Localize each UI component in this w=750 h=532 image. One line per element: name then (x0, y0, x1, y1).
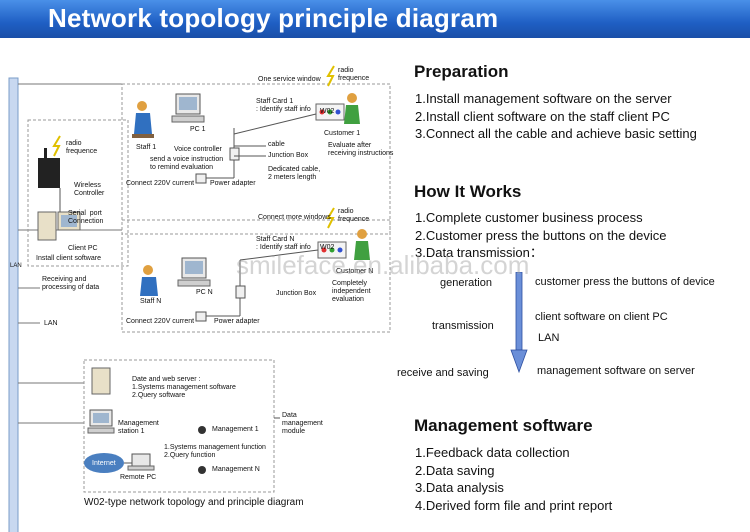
flow-receive-saving: receive and saving (397, 367, 489, 379)
cable-label: cable (268, 141, 285, 148)
completely-independent-label: Completely independent evaluation (332, 280, 371, 303)
flow-generation: generation (440, 277, 492, 289)
power-adapter-n-label: Power adapter (214, 318, 260, 325)
preparation-heading: Preparation (414, 62, 509, 81)
pc1-label: PC 1 (190, 126, 206, 133)
customer-n-label: Customer N (336, 268, 374, 275)
diagram-caption: W02-type network topology and principle … (84, 497, 304, 508)
lan-vertical-label: LAN (10, 263, 22, 269)
dedicated-cable-label: Dedicated cable, 2 meters length (268, 166, 321, 181)
w02-n-label: W02 (320, 244, 335, 251)
power-adapter-label: Power adapter (210, 180, 256, 187)
internet-label: Internet (92, 460, 116, 467)
flow-transmission: transmission (432, 320, 494, 332)
connect-220v-label: Connect 220V current (126, 180, 195, 187)
voice-controller-label: Voice controller (174, 146, 222, 153)
junction-box-n-label: Junction Box (276, 290, 317, 297)
remote-pc-label: Remote PC (120, 474, 157, 481)
radio-frequence-label-3: radio frequence (338, 208, 370, 223)
pcn-label: PC N (196, 289, 213, 296)
list-item: 1.Install management software on the ser… (415, 91, 672, 106)
staff-card-n-label: Staff Card N : Identify staff info (256, 236, 311, 251)
junction-box-label: Junction Box (268, 152, 309, 159)
lan-backbone (8, 77, 19, 532)
management-station-label: Management station 1 (118, 420, 159, 435)
management-software-list: 1.Feedback data collection 2.Data saving… (415, 444, 612, 514)
evaluate-after-label: Evaluate after receiving instructions (328, 142, 394, 157)
management-function-label: 1.Systems management function 2.Query fu… (164, 444, 266, 459)
staff1-label: Staff 1 (136, 144, 157, 151)
list-item: 2.Data saving (415, 462, 495, 478)
list-item: 3.Connect all the cable and achieve basi… (415, 126, 697, 141)
how-it-works-list: 1.Complete customer business process 2.C… (415, 209, 666, 262)
list-item: 2.Customer press the buttons on the devi… (415, 227, 667, 243)
how-it-works-heading: How It Works (414, 182, 522, 201)
date-web-server-label: Date and web server : 1.Systems manageme… (132, 376, 236, 399)
radio-frequence-label-2: radio frequence (66, 140, 98, 155)
flow-lan: LAN (538, 332, 560, 344)
staff-card-1-label: Staff Card 1 : Identify staff info (256, 98, 311, 113)
flow-customer-press: customer press the buttons of device (535, 276, 715, 288)
w02-label: W02 (320, 108, 335, 115)
management-n-label: Management N (212, 466, 260, 473)
wireless-controller-label: Wireless Controller (74, 182, 105, 197)
connect-220v-n-label: Connect 220V current (126, 318, 195, 325)
list-item: 3.Data transmission： (415, 245, 543, 260)
topology-diagram (8, 65, 391, 532)
title-banner: Network topology principle diagram (0, 0, 750, 38)
client-pc-label: Client PC (68, 245, 98, 252)
list-item: 3.Data analysis (415, 480, 504, 495)
watermark: smileface.en.alibaba.com (236, 250, 530, 280)
list-item: 2.Install client software on the staff c… (415, 108, 670, 124)
page-title: Network topology principle diagram (48, 3, 499, 33)
flow-management-server: management software on server (537, 365, 695, 377)
management-1-label: Management 1 (212, 426, 259, 433)
one-service-window-label: One service window (258, 76, 321, 83)
receiving-processing-label: Receiving and processing of data (42, 276, 100, 291)
connect-more-windows-label: Connect more windows (258, 214, 331, 221)
radio-frequence-label: radio frequence (338, 67, 370, 82)
list-item: 1.Complete customer business process (415, 210, 643, 225)
lan-label: LAN (44, 320, 58, 327)
preparation-list: 1.Install management software on the ser… (415, 90, 697, 143)
data-management-module-label: Data management module (282, 412, 323, 435)
staffn-label: Staff N (140, 298, 162, 305)
serial-port-label: Serial port Connection (68, 210, 104, 225)
list-item: 4.Derived form file and print report (415, 497, 613, 513)
voice-instruction-label: send a voice instruction to remind evalu… (150, 156, 224, 171)
install-client-label: Install client software (36, 255, 101, 262)
flow-client-software: client software on client PC (535, 311, 668, 323)
flow-arrow (510, 272, 528, 374)
list-item: 1.Feedback data collection (415, 445, 570, 460)
management-software-heading: Management software (414, 416, 593, 435)
customer1-label: Customer 1 (324, 130, 361, 137)
